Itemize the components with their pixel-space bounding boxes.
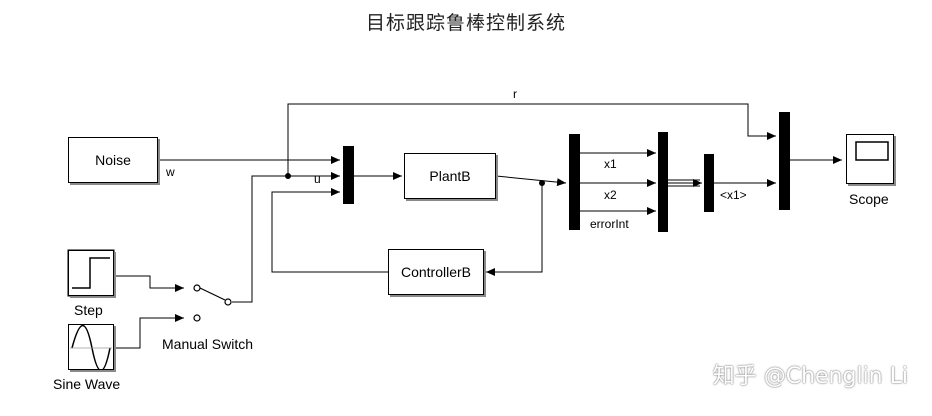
bus-selector-bar[interactable] — [704, 154, 714, 212]
noise-block[interactable]: Noise — [68, 137, 158, 183]
scope-label: Scope — [849, 191, 889, 207]
diagram-title: 目标跟踪鲁棒控制系统 — [365, 12, 566, 34]
switch-contact-bottom — [193, 314, 201, 322]
noise-block-label: Noise — [95, 152, 131, 168]
signal-line-feedback — [271, 188, 388, 273]
bus-creator-bar[interactable] — [658, 132, 668, 232]
signal-label-w: w — [166, 165, 175, 179]
step-block[interactable] — [68, 250, 114, 296]
plant-block-label: PlantB — [429, 168, 471, 184]
signal-label-selected-x1: <x1> — [720, 188, 747, 202]
signal-label-u: u — [314, 172, 321, 186]
signal-label-r: r — [513, 87, 517, 101]
signal-line-step — [116, 275, 184, 292]
scope-screen-icon — [855, 141, 889, 161]
junction-dot-output — [539, 180, 545, 186]
step-label: Step — [74, 302, 103, 318]
demux-bar[interactable] — [569, 134, 580, 230]
plant-block[interactable]: PlantB — [404, 153, 496, 199]
switch-lever — [199, 287, 226, 301]
scope-block[interactable] — [846, 134, 894, 184]
junction-dot-r — [285, 173, 291, 179]
signal-line-u — [232, 172, 340, 303]
signal-line-plant-demux — [495, 175, 567, 187]
signal-line-branch-controller — [486, 183, 543, 276]
switch-contact-top — [193, 284, 201, 292]
watermark: 知乎 @Chenglin Li — [712, 364, 908, 389]
controller-block[interactable]: ControllerB — [388, 249, 484, 295]
switch-contact-common — [224, 298, 232, 306]
signal-label-x1: x1 — [604, 157, 617, 171]
signal-label-errorint: errorInt — [590, 217, 629, 231]
signal-label-x2: x2 — [604, 188, 617, 202]
step-icon — [72, 257, 110, 289]
signal-line-sine — [116, 314, 184, 349]
mux-input-bar[interactable] — [343, 146, 354, 204]
sine-wave-block[interactable] — [68, 324, 114, 370]
manual-switch-label: Manual Switch — [162, 336, 254, 352]
controller-block-label: ControllerB — [400, 264, 472, 280]
signal-line-r — [287, 103, 776, 176]
mux-scope-bar[interactable] — [779, 112, 790, 210]
sine-wave-label: Sine Wave — [53, 376, 121, 392]
